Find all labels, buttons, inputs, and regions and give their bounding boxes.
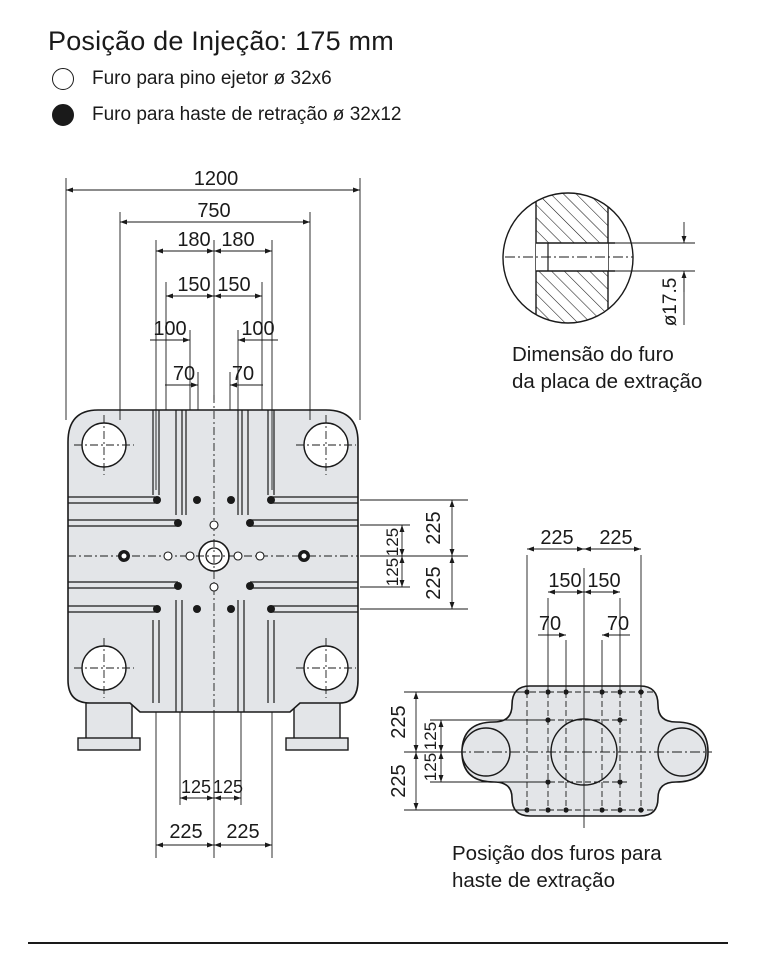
right-foot-base: [285, 737, 349, 751]
main-plate: [67, 395, 359, 751]
left-foot-base: [77, 737, 141, 751]
dim-ext-left-225-top: 225: [388, 705, 410, 738]
left-foot: [85, 701, 133, 741]
hole-dimension-caption-line1: Dimensão do furo: [512, 343, 674, 366]
legend-retraction-rod: Furo para haste de retração ø 32x12: [52, 104, 401, 126]
dim-ext-150-left: 150: [548, 570, 581, 592]
dim-180-left: 180: [177, 229, 210, 251]
dim-bottom-125-right: 125: [213, 777, 243, 797]
dim-ext-left-225-bottom: 225: [388, 764, 410, 797]
dim-right-225-top: 225: [423, 511, 445, 544]
positions-caption-line1: Posição dos furos para: [452, 842, 662, 865]
legend-ejector-label: Furo para pino ejetor ø 32x6: [92, 68, 332, 89]
right-foot: [293, 701, 341, 741]
dim-70-left: 70: [173, 363, 195, 385]
open-circle-icon: [52, 68, 74, 90]
dim-bottom-125-left: 125: [181, 777, 211, 797]
dim-1200: 1200: [194, 168, 239, 190]
dim-ext-70-right: 70: [607, 613, 629, 635]
dim-ext-225-left: 225: [540, 527, 573, 549]
dim-right-125-top: 125: [383, 528, 402, 556]
extractor-top-dimensions: [527, 546, 641, 638]
dim-ext-left-125-top: 125: [421, 722, 440, 750]
positions-caption: Posição dos furos para haste de extração: [452, 840, 662, 894]
dim-70-right: 70: [232, 363, 254, 385]
dim-ext-70-left: 70: [539, 613, 561, 635]
dim-750: 750: [197, 200, 230, 222]
extractor-plate: [456, 555, 712, 828]
legend-retraction-label: Furo para haste de retração ø 32x12: [92, 104, 402, 125]
dim-hole-diameter: ø17.5: [660, 278, 681, 327]
hole-detail: ø17.5: [502, 192, 695, 327]
dim-180-right: 180: [221, 229, 254, 251]
dim-bottom-225-right: 225: [226, 821, 259, 843]
tie-bar-hole-bl: [81, 645, 127, 691]
dim-100-right: 100: [241, 318, 274, 340]
dim-100-left: 100: [153, 318, 186, 340]
dim-150-right: 150: [217, 274, 250, 296]
extractor-left-dimensions: [404, 691, 548, 811]
right-dimensions: [360, 499, 468, 610]
page-title: Posição de Injeção: 175 mm: [48, 26, 394, 56]
dim-ext-150-right: 150: [587, 570, 620, 592]
tie-bar-hole-br: [303, 645, 349, 691]
dim-right-225-bottom: 225: [423, 566, 445, 599]
tie-bar-hole-tl: [81, 422, 127, 468]
bottom-divider: [28, 942, 728, 944]
dim-150-left: 150: [177, 274, 210, 296]
bottom-dimensions: [155, 712, 273, 858]
filled-circle-icon: [52, 104, 74, 126]
hole-dimension-caption-line2: da placa de extração: [512, 370, 703, 393]
hole-dimension-caption: Dimensão do furo da placa de extração: [512, 341, 702, 395]
dim-right-125-bottom: 125: [383, 558, 402, 586]
top-dimensions: [65, 178, 361, 490]
positions-caption-line2: haste de extração: [452, 869, 615, 892]
dim-ext-left-125-bottom: 125: [421, 753, 440, 781]
legend-ejector-pin: Furo para pino ejetor ø 32x6: [52, 68, 332, 90]
tie-bar-hole-tr: [303, 422, 349, 468]
dim-ext-225-right: 225: [599, 527, 632, 549]
dim-bottom-225-left: 225: [169, 821, 202, 843]
